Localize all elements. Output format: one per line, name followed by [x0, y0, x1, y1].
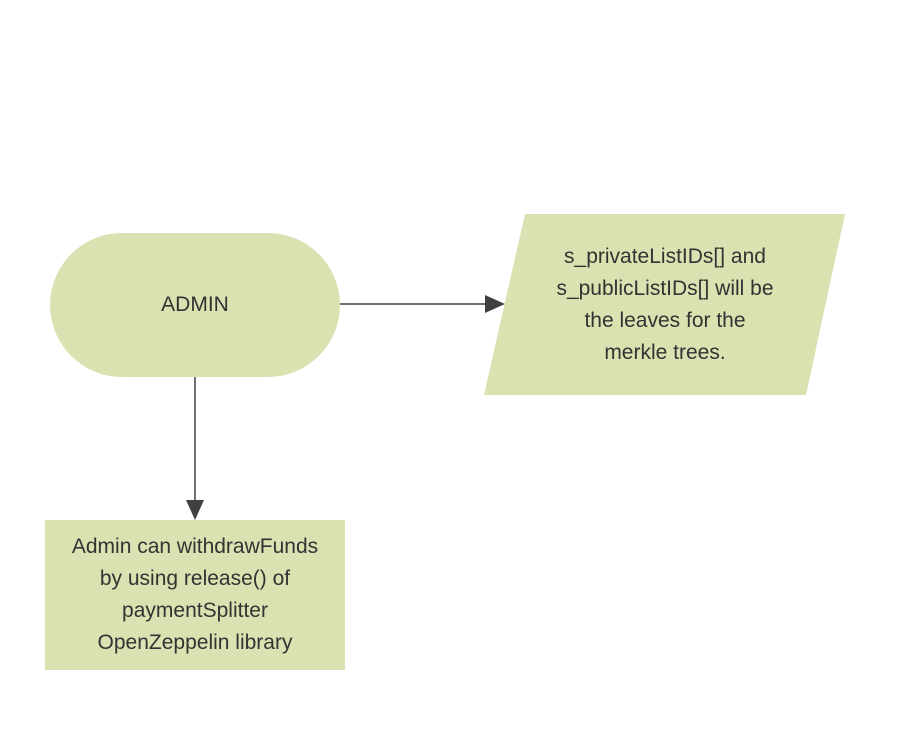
arrowhead-admin-to-merkle-leaves: [485, 295, 505, 313]
merkle-leaves-node: [484, 214, 845, 395]
merkle-leaves-node-label: s_privateListIDs[] and s_publicListIDs[]…: [556, 244, 774, 364]
arrowhead-admin-to-withdraw-funds: [186, 500, 204, 520]
admin-node-label: ADMIN: [161, 293, 229, 316]
withdraw-funds-node: [45, 520, 345, 670]
admin-node: [50, 233, 340, 377]
withdraw-funds-node-label: Admin can withdrawFunds by using release…: [71, 535, 319, 654]
